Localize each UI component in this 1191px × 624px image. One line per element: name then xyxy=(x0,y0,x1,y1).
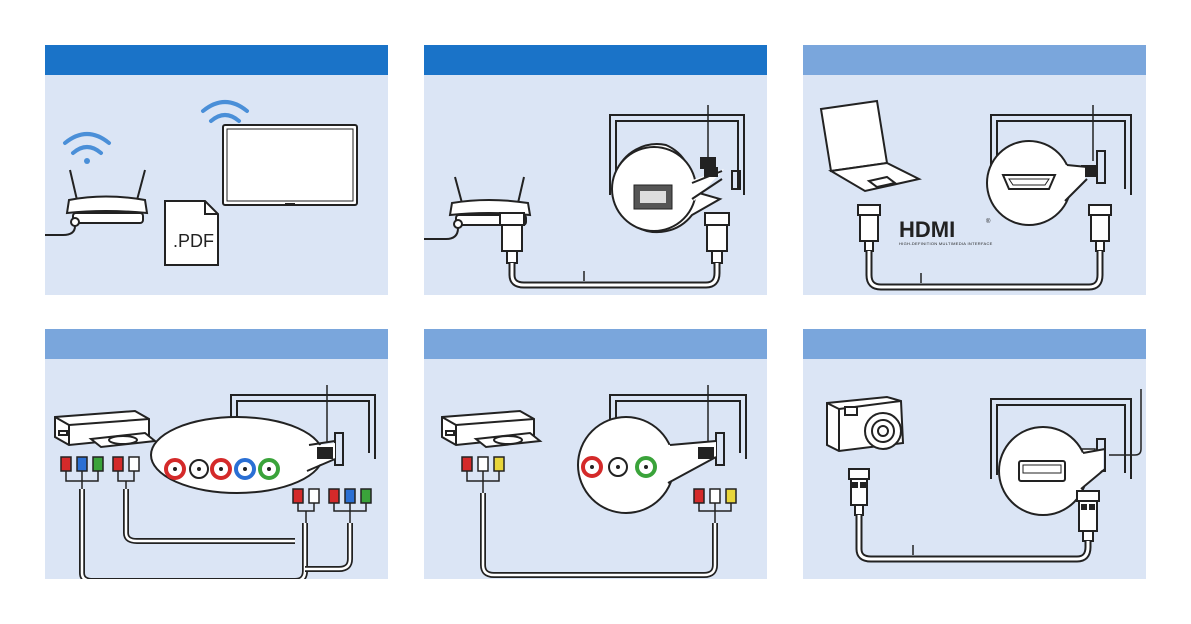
dvd-player-icon xyxy=(442,411,540,447)
rca-plug-icon xyxy=(61,457,139,489)
hdmi-logo-text: HDMI xyxy=(899,217,955,242)
usb-plug-icon xyxy=(1077,491,1099,541)
panel-header xyxy=(424,45,767,75)
dvd-player-icon xyxy=(55,411,155,447)
panel-usb xyxy=(803,329,1146,579)
ethernet-plug-icon xyxy=(705,213,729,263)
hdmi-logo: HDMI ® HIGH-DEFINITION MULTIMEDIA INTERF… xyxy=(899,217,993,246)
rca-plug-icon xyxy=(694,489,736,523)
panel-header xyxy=(803,329,1146,359)
panel-hdmi: HDMI ® HIGH-DEFINITION MULTIMEDIA INTERF… xyxy=(803,45,1146,295)
wireless-illustration: .PDF xyxy=(45,75,388,295)
usb-plug-icon xyxy=(849,469,869,515)
router-icon xyxy=(45,170,147,235)
tv-icon xyxy=(223,125,357,205)
hdmi-port-icon xyxy=(987,141,1087,225)
usb-illustration xyxy=(803,359,1146,579)
component-illustration xyxy=(45,359,388,579)
panel-composite xyxy=(424,329,767,579)
hdmi-tagline: HIGH-DEFINITION MULTIMEDIA INTERFACE xyxy=(899,241,993,246)
panel-header xyxy=(45,329,388,359)
ethernet-plug-icon xyxy=(500,213,524,263)
panel-component xyxy=(45,329,388,579)
rca-jack-icon xyxy=(166,460,278,478)
rca-plug-icon xyxy=(293,489,371,523)
panel-header xyxy=(803,45,1146,75)
rca-jack-icon xyxy=(583,458,655,476)
composite-illustration xyxy=(424,359,767,579)
hdmi-illustration: HDMI ® HIGH-DEFINITION MULTIMEDIA INTERF… xyxy=(803,75,1146,295)
panel-header xyxy=(45,45,388,75)
pdf-file-icon: .PDF xyxy=(165,201,218,265)
laptop-icon xyxy=(821,101,919,191)
panel-wireless: .PDF xyxy=(45,45,388,295)
pdf-label: .PDF xyxy=(173,231,214,251)
camera-icon xyxy=(827,397,903,451)
panel-header xyxy=(424,329,767,359)
ethernet-illustration xyxy=(424,75,767,295)
hdmi-trademark: ® xyxy=(986,218,991,225)
hdmi-plug-icon xyxy=(858,205,880,251)
hdmi-plug-icon xyxy=(1089,205,1111,251)
wifi-icon xyxy=(65,134,109,164)
rca-plug-icon xyxy=(462,457,504,493)
panel-ethernet xyxy=(424,45,767,295)
